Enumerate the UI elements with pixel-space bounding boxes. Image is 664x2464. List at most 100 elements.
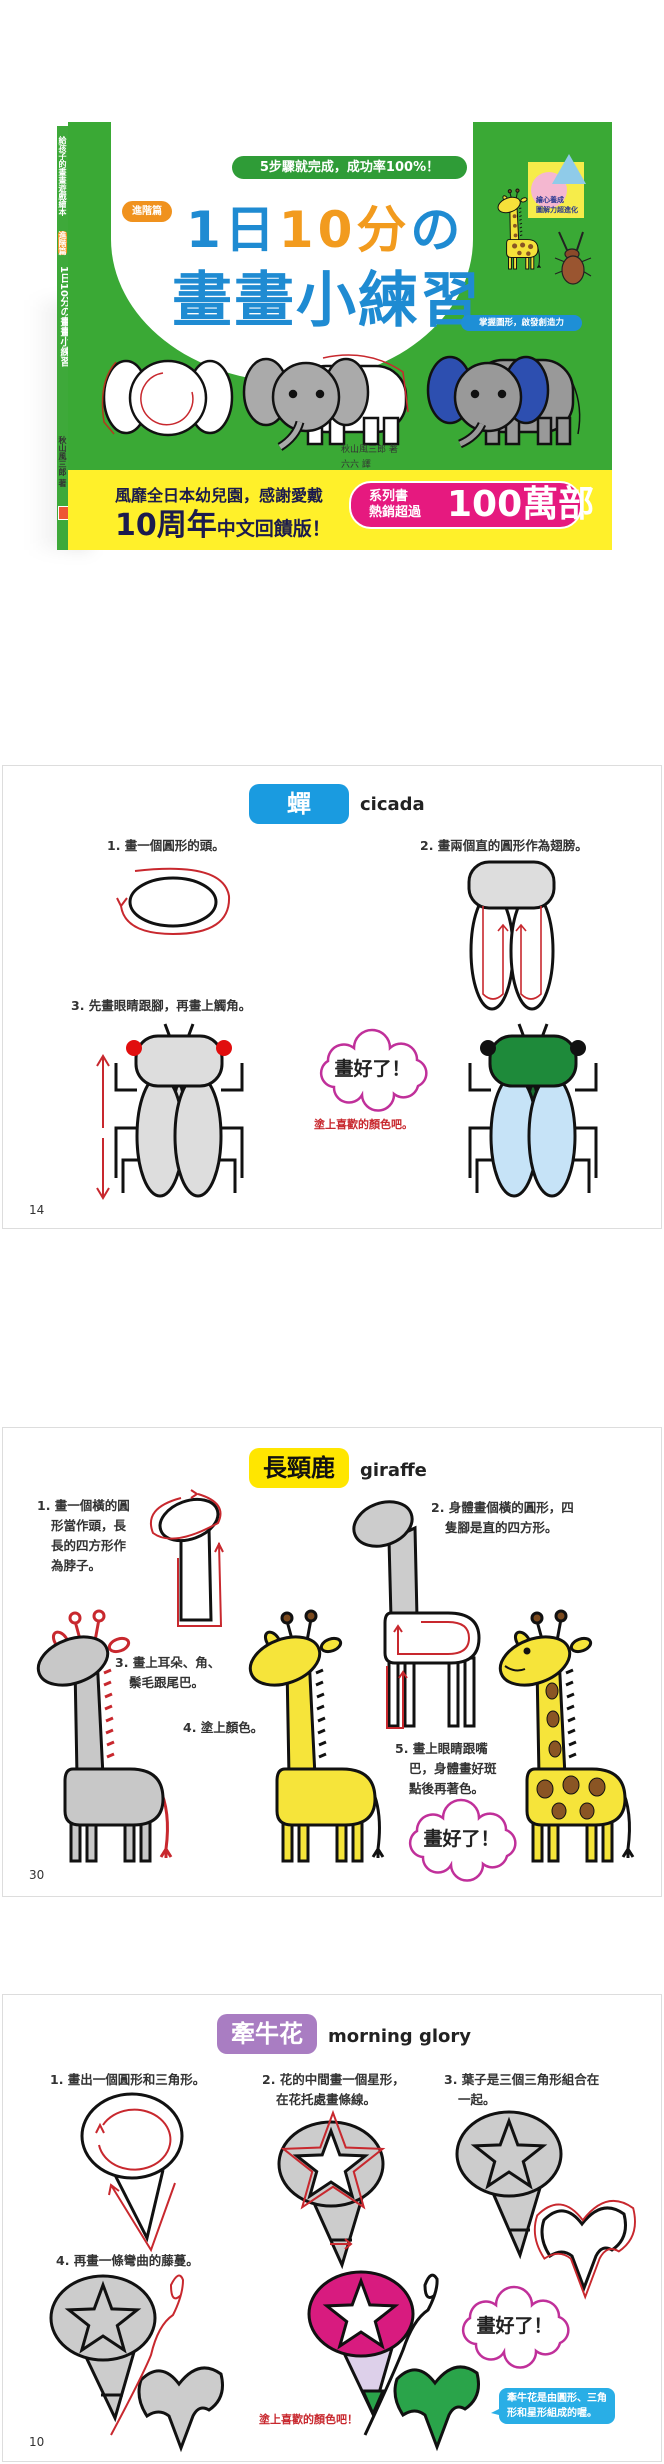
step-3-text: 3. 畫上耳朵、角、 鬃毛跟尾巴。 (115, 1653, 220, 1693)
step-line: 2. 身體畫個橫的圓形，四 (431, 1500, 574, 1515)
cicada-step-2-drawing (467, 860, 556, 1011)
step-1-text: 1. 畫出一個圓形和三角形。 (50, 2072, 206, 2087)
tip-line: 形和星形組成的喔。 (507, 2408, 597, 2419)
english-title: cicada (360, 794, 425, 815)
step-line: 鬃毛跟尾巴。 (129, 1675, 205, 1690)
cover-front: 5步驟就完成，成功率100%！ 進階篇 1日10分の 畫畫小練習 繪心養成 圖解… (68, 122, 612, 550)
morning-glory-finished-drawing (307, 2270, 480, 2449)
spine-edition: 進階篇 (58, 231, 67, 255)
elephant-finished-illustration (426, 355, 581, 449)
corner-badge-line2: 圖解力超進化 (536, 206, 578, 214)
giraffe-step-1-drawing (150, 1489, 224, 1627)
spine-series: 給孩子的畫畫遊戲繪本 (58, 136, 67, 216)
sales-count: 100萬部 (447, 484, 595, 525)
step-line: 巴，身體畫好斑 (409, 1761, 497, 1776)
title-line-1: 1日10分の (186, 190, 464, 262)
step-4-text: 4. 再畫一條彎曲的藤蔓。 (56, 2253, 199, 2268)
sales-badge: 系列書 熱銷超過 100萬部 (349, 481, 594, 529)
morning-glory-step-2-drawing (277, 2111, 385, 2270)
blue-triangle-shape (552, 154, 586, 184)
cicada-illustrations (96, 860, 598, 1200)
english-title: giraffe (360, 1460, 427, 1481)
book-spine: 給孩子的畫畫遊戲繪本 進階篇 1日10分の畫畫小練習 秋山風三郎 著 (57, 126, 69, 550)
title-part: 10分 (278, 201, 411, 259)
cicada-step-1-drawing (116, 867, 231, 936)
giraffe-step-4-drawing (242, 1609, 385, 1863)
step-line: 2. 花的中間畫一個星形， (262, 2072, 405, 2087)
cicada-finished-drawing (468, 1022, 598, 1198)
sample-page-giraffe: 長頸鹿 giraffe 1. 畫一個橫的圓 形當作頭，長 長的四方形作 為脖子。… (2, 1427, 662, 1897)
done-label: 畫好了！ (334, 1058, 411, 1080)
giraffe-illustrations (30, 1489, 635, 1882)
tagline-pill: 5步驟就完成，成功率100%！ (232, 156, 467, 179)
skill-pill: 掌握圖形，啟發創造力 (461, 315, 582, 331)
step-4-text: 4. 塗上顏色。 (183, 1720, 264, 1735)
morning-glory-illustrations (49, 2092, 636, 2450)
sales-line-2: 熱銷超過 (369, 505, 422, 520)
page-title-badge: 長頸鹿 (249, 1448, 349, 1488)
morning-glory-step-4-drawing (49, 2274, 224, 2450)
step-line: 3. 葉子是三個三角形組合在 (444, 2072, 600, 2087)
step-line: 3. 畫上耳朵、角、 (115, 1655, 221, 1670)
color-hint: 塗上喜歡的顏色吧。 (314, 1118, 413, 1131)
title-line-2: 畫畫小練習 (172, 266, 482, 336)
sales-line-1: 系列書 (369, 489, 409, 504)
title-part: 1日 (186, 201, 279, 259)
step-line: 隻腳是直的四方形。 (445, 1520, 558, 1535)
giraffe-step-2-drawing (352, 1500, 481, 1729)
page-number: 10 (29, 2435, 45, 2449)
step-3-text: 3. 葉子是三個三角形組合在 一起。 (444, 2070, 599, 2110)
book-cover: 給孩子的畫畫遊戲繪本 進階篇 1日10分の畫畫小練習 秋山風三郎 著 5步驟就完… (57, 122, 612, 552)
elephant-step-2-illustration (242, 354, 409, 451)
page-title-badge: 蟬 (249, 784, 349, 824)
corner-badge-line1: 繪心養成 (536, 196, 564, 204)
corner-badge: 繪心養成 圖解力超進化 (528, 154, 586, 218)
step-line: 點後再著色。 (409, 1781, 485, 1796)
step-2-text: 2. 花的中間畫一個星形， 在花托處畫條線。 (262, 2070, 405, 2110)
step-line: 長的四方形作 (51, 1538, 127, 1553)
step-line: 在花托處畫條線。 (276, 2092, 377, 2107)
step-line: 為脖子。 (51, 1558, 102, 1573)
step-1-text: 1. 畫一個圓形的頭。 (107, 838, 225, 853)
edition-badge: 進階篇 (122, 201, 172, 222)
promo-line-2: 10周年中文回饋版！ (115, 500, 331, 544)
elephant-step-1-illustration (101, 359, 234, 437)
tip-line: 牽牛花是由圓形、三角 (507, 2393, 607, 2404)
english-title: morning glory (328, 2026, 471, 2047)
promo-line-1: 風靡全日本幼兒園，感謝愛戴 (115, 486, 324, 505)
step-line: 一起。 (458, 2092, 496, 2107)
step-line: 5. 畫上眼睛跟嘴 (395, 1741, 488, 1756)
spine-title: 1日10分の畫畫小練習 (58, 266, 69, 367)
page-title-badge: 牽牛花 (217, 2014, 317, 2054)
giraffe-finished-drawing (492, 1609, 635, 1863)
color-hint: 塗上喜歡的顏色吧！ (259, 2413, 358, 2426)
cover-illustrations (101, 188, 592, 451)
step-2-text: 2. 身體畫個橫的圓形，四 隻腳是直的四方形。 (431, 1498, 574, 1538)
step-5-text: 5. 畫上眼睛跟嘴 巴，身體畫好斑 點後再著色。 (395, 1739, 497, 1799)
promo-anniversary: 10周年 (115, 508, 217, 543)
done-label: 畫好了！ (423, 1828, 500, 1850)
step-1-text: 1. 畫一個橫的圓 形當作頭，長 長的四方形作 為脖子。 (37, 1496, 130, 1576)
giraffe-step-3-drawing (30, 1609, 173, 1863)
speech-bubble-tail (491, 2409, 499, 2415)
beetle-illustration (554, 231, 592, 285)
step-line: 1. 畫一個橫的圓 (37, 1498, 130, 1513)
tip-bubble: 牽牛花是由圓形、三角 形和星形組成的喔。 (499, 2388, 615, 2424)
page-number: 30 (29, 1868, 45, 1882)
small-giraffe-illustration (495, 188, 542, 270)
promo-edition: 中文回饋版！ (216, 518, 331, 540)
sample-page-morning-glory: 牽牛花 morning glory 1. 畫出一個圓形和三角形。 2. 花的中間… (2, 1994, 662, 2462)
morning-glory-step-1-drawing (80, 2092, 184, 2253)
step-2-text: 2. 畫兩個直的圓形作為翅膀。 (420, 838, 588, 853)
author-credit: 秋山風三郎 著 (341, 445, 398, 455)
done-label: 畫好了！ (476, 2315, 553, 2337)
sample-page-cicada: 蟬 cicada 1. 畫一個圓形的頭。 2. 畫兩個直的圓形作為翅膀。 3. … (2, 765, 662, 1229)
title-part: の (410, 201, 465, 259)
cicada-step-3-drawing (96, 1022, 244, 1200)
morning-glory-step-3-drawing (455, 2110, 636, 2298)
step-3-text: 3. 先畫眼睛跟腳，再畫上觸角。 (71, 998, 252, 1013)
spine-author: 秋山風三郎 著 (58, 436, 67, 487)
step-line: 形當作頭，長 (51, 1518, 127, 1533)
page-number: 14 (29, 1203, 45, 1217)
translator-credit: 六六 譯 (341, 460, 371, 470)
